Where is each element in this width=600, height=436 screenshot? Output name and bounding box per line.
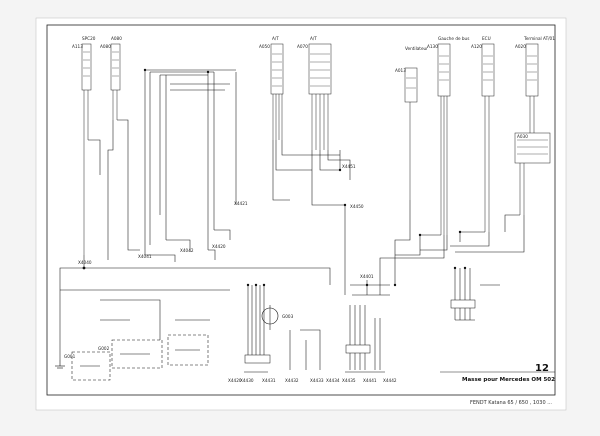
ground-label-x4435: X4435	[342, 378, 356, 383]
ground-label-x4434: X4434	[326, 378, 340, 383]
ground-symbols	[55, 294, 475, 373]
header-6: Gauche de bus	[438, 36, 469, 41]
connector-a130-label: A130	[427, 44, 438, 49]
footer-text: FENDT Katana 65 / 650 , 1030 ...	[470, 400, 552, 406]
connector-a120	[481, 43, 495, 232]
connector-a013	[404, 67, 418, 200]
connector-a030	[514, 132, 551, 215]
part-label-g002: G002	[98, 346, 110, 351]
connector-a070	[308, 43, 332, 150]
connector-a070-label: A070	[297, 44, 308, 49]
ground-label-x4430: X4430	[240, 378, 254, 383]
motor-symbol	[261, 307, 279, 325]
connector-a130	[437, 43, 451, 235]
part-label-g003: G003	[282, 314, 294, 319]
part-label-g001: G001	[64, 354, 76, 359]
page	[35, 17, 567, 411]
fuse-blocks	[244, 299, 476, 364]
connector-a030-label: A030	[517, 134, 528, 139]
ground-label-x4451: X4451	[342, 164, 356, 169]
pin-ticks	[83, 51, 548, 155]
title-block: 12 Masse pour Mercedes OM 502	[440, 363, 555, 383]
header-2: A080	[111, 36, 122, 41]
ground-label-x4431: X4431	[262, 378, 276, 383]
connector-a113-label: A113	[72, 44, 83, 49]
ground-label-x4450: X4450	[350, 204, 364, 209]
ground-label-x4421: X4421	[234, 201, 248, 206]
ground-label-x4040: X4040	[78, 260, 92, 265]
connector-a120-label: A120	[471, 44, 482, 49]
ground-label-x4401: X4401	[360, 274, 374, 279]
connector-a113	[81, 43, 92, 255]
ground-label-x4432: X4432	[285, 378, 299, 383]
connector-a020-label: A020	[515, 44, 526, 49]
ground-label-x4041: X4041	[138, 254, 152, 259]
wiring	[59, 69, 525, 370]
connector-a080-label: A080	[100, 44, 111, 49]
ground-label-x4420: X4420	[212, 244, 226, 249]
header-1: SPC20	[82, 36, 96, 41]
connector-a020	[525, 43, 539, 133]
sheet-title: Masse pour Mercedes OM 502	[462, 377, 555, 383]
connector-a050-label: A050	[259, 44, 270, 49]
header-4: A/T	[310, 36, 317, 41]
ground-label-x4433: X4433	[310, 378, 324, 383]
ground-label-x4442: X4442	[383, 378, 397, 383]
junction-dots	[82, 68, 467, 287]
connector-a050	[270, 43, 284, 140]
ground-label-x4420b: X4420	[228, 378, 242, 383]
page-number: 12	[535, 363, 549, 374]
relay-boxes	[71, 334, 209, 381]
header-8: Terminal AT/01	[523, 36, 555, 41]
connector-a013-label: A013	[395, 68, 406, 73]
frame-border	[46, 24, 556, 396]
connector-a080	[110, 43, 121, 120]
ground-label-x4042: X4042	[180, 248, 194, 253]
ground-label-x4441: X4441	[363, 378, 377, 383]
header-7: ECU	[482, 36, 491, 41]
header-5: Ventilateur	[405, 46, 428, 51]
header-3: A/T	[272, 36, 279, 41]
